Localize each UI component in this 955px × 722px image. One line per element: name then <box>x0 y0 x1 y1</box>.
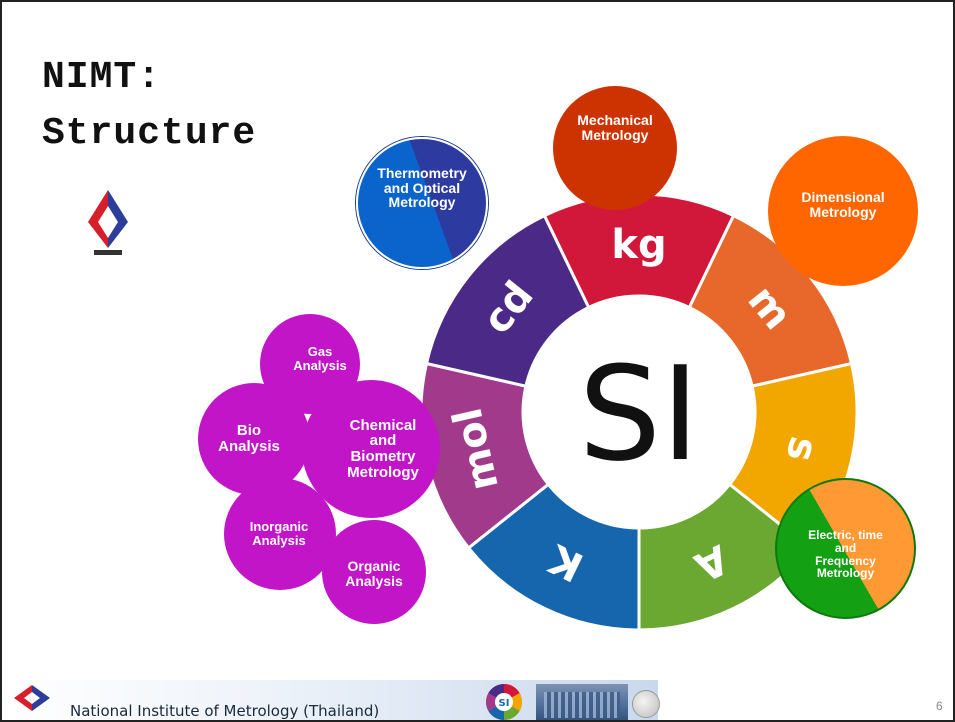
si-badge-icon: SI <box>485 684 523 720</box>
electric-time-frequency-metrology-bubble: Electric, time and Frequency Metrology <box>775 478 916 619</box>
chemical-biometry-metrology-label: Chemical and Biometry Metrology <box>347 416 419 481</box>
organic-analysis-label: Organic Analysis <box>345 558 403 589</box>
electric-time-frequency-metrology-label: Electric, time and Frequency Metrology <box>808 528 883 581</box>
gas-analysis-label: Gas Analysis <box>293 344 347 373</box>
thermometry-optical-metrology-label: Thermometry and Optical Metrology <box>377 164 467 211</box>
building-photo-icon <box>536 684 628 720</box>
slide-title-line1: NIMT: <box>42 56 162 99</box>
wheel-center-disc <box>523 296 755 528</box>
bio-analysis-bubble: Bio Analysis <box>198 383 310 495</box>
organic-analysis-bubble: Organic Analysis <box>322 520 426 624</box>
thermometry-optical-metrology-bubble: Thermometry and Optical Metrology <box>356 137 488 269</box>
footer-bar: National Institute of Metrology (Thailan… <box>6 680 660 720</box>
wheel-unit-label-kg: kg <box>611 222 666 268</box>
inorganic-analysis-label: Inorganic Analysis <box>249 519 309 548</box>
globe-icon <box>632 690 660 718</box>
dimensional-metrology-label: Dimensional Metrology <box>801 189 885 220</box>
bio-analysis-label: Bio Analysis <box>218 422 280 455</box>
si-center-label: SI <box>579 338 700 490</box>
nimt-logo-icon <box>14 685 50 711</box>
svg-text:SI: SI <box>499 698 510 709</box>
inorganic-analysis-bubble: Inorganic Analysis <box>224 478 336 590</box>
nimt-logo-icon <box>88 190 128 255</box>
dimensional-metrology-bubble: Dimensional Metrology <box>768 136 918 286</box>
mechanical-metrology-label: Mechanical Metrology <box>577 112 653 143</box>
slide-title-line2: Structure <box>42 112 257 155</box>
institute-name: National Institute of Metrology (Thailan… <box>70 702 380 720</box>
mechanical-metrology-bubble: Mechanical Metrology <box>553 86 677 210</box>
page-number: 6 <box>936 699 943 713</box>
